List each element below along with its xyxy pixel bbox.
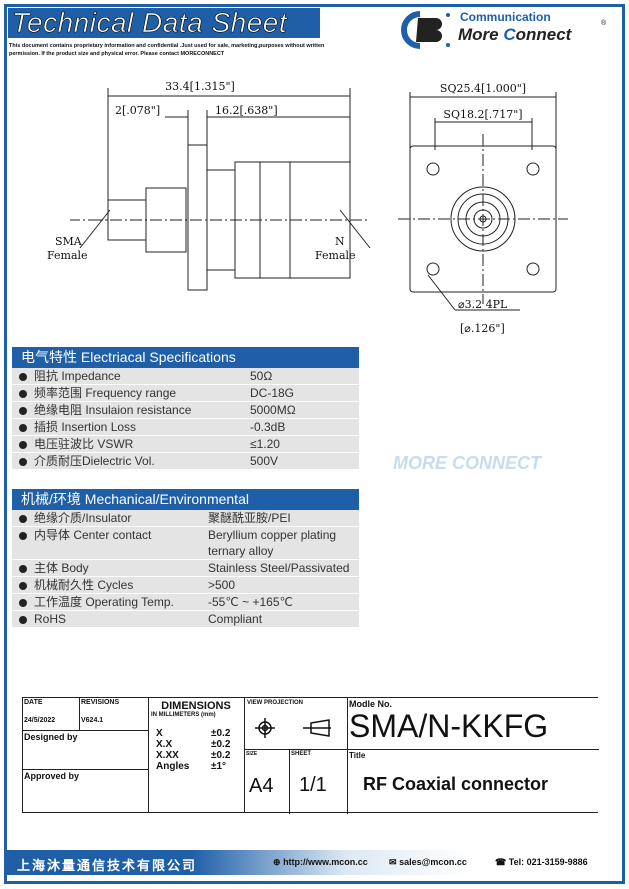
mechanical-specs-table: 机械/环境 Mechanical/Environmental 绝缘介质/Insu… <box>12 489 359 628</box>
spec-value: -0.3dB <box>250 420 286 434</box>
spec-value: 聚醚酰亚胺/PEI <box>208 511 291 525</box>
doc-title: Technical Data Sheet <box>8 7 320 38</box>
spec-label: 频率范围 Frequency range <box>34 386 177 400</box>
logo-wordmark: More Connect <box>458 25 572 44</box>
dim-hole: ⌀3.2 4PL <box>458 298 508 311</box>
size-value: A4 <box>249 775 274 797</box>
page-frame <box>4 4 625 884</box>
dim-left: 2[.078"] <box>115 104 160 117</box>
spec-value: DC-18G <box>250 386 295 400</box>
electrical-specs-table: 电气特性 Electriacal Specifications 阻抗 Imped… <box>12 347 359 470</box>
title-label: Title <box>349 751 366 760</box>
spec-row: 主体 Body Stainless Steel/Passivated <box>12 560 359 577</box>
front-view <box>398 92 568 311</box>
spec-row: 内导体 Center contact Beryllium copper plati… <box>12 527 359 560</box>
company-logo: Communication More Connect ® <box>398 10 618 50</box>
spec-row: 工作温度 Operating Temp. -55℃ ~ +165℃ <box>12 594 359 611</box>
side-view <box>70 88 371 291</box>
logo-tagline: Communication <box>460 10 551 24</box>
spec-label: 阻抗 Impedance <box>34 369 121 383</box>
spec-label: 主体 Body <box>34 561 89 575</box>
globe-icon: ⊕ <box>273 857 281 867</box>
spec-value: Compliant <box>208 612 263 626</box>
size-label: SIZE <box>246 751 258 757</box>
dim-sq-inner: SQ18.2[.717"] <box>443 108 522 121</box>
title-block: DATE 24/5/2022 REVISIONS V624.1 Designed b… <box>22 697 599 814</box>
company-name: 上海沐量通信技术有限公司 <box>17 858 198 873</box>
spec-value: 500V <box>250 454 279 468</box>
tolerance-row: Angles±1° <box>156 761 227 772</box>
mail-icon: ✉ <box>389 857 397 867</box>
label-n: N <box>335 235 345 248</box>
approved-by: Approved by <box>22 769 149 813</box>
spec-row: 插损 Insertion Loss -0.3dB <box>12 419 359 436</box>
spec-row: 介质耐压Dielectric Vol. 500V <box>12 453 359 470</box>
dim-right: 16.2[.638"] <box>215 104 278 117</box>
spec-value: 5000MΩ <box>250 403 296 417</box>
tolerance-row: X±0.2 <box>156 728 231 739</box>
spec-label: 介质耐压Dielectric Vol. <box>34 454 155 468</box>
spec-row: RoHS Compliant <box>12 611 359 628</box>
spec-row: 绝缘介质/Insulator 聚醚酰亚胺/PEI <box>12 510 359 527</box>
spec-label: 插损 Insertion Loss <box>34 420 137 434</box>
spec-value: >500 <box>208 578 236 592</box>
label-sma-gender: Female <box>47 249 88 262</box>
mechanical-title: 机械/环境 Mechanical/Environmental <box>12 489 359 510</box>
spec-value: Stainless Steel/Passivated <box>208 561 350 575</box>
spec-value: -55℃ ~ +165℃ <box>208 595 294 609</box>
technical-drawing: 33.4[1.315"] 2[.078"] 16.2[.638"] SMA Fe… <box>47 80 568 335</box>
registered-mark: ® <box>601 20 607 27</box>
spec-row: 阻抗 Impedance 50Ω <box>12 368 359 385</box>
spec-label: 内导体 Center contact <box>34 528 152 542</box>
spec-row: 电压驻波比 VSWR ≤1.20 <box>12 436 359 453</box>
spec-row: 绝缘电阻 Insulaion resistance 5000MΩ <box>12 402 359 419</box>
revisions-label: REVISIONS <box>81 699 120 706</box>
spec-value: ≤1.20 <box>250 437 280 451</box>
spec-label: 绝缘电阻 Insulaion resistance <box>34 403 192 417</box>
sheet-value: 1/1 <box>299 774 327 796</box>
spec-label: 机械耐久性 Cycles <box>34 578 134 592</box>
watermark: MORE CONNECT <box>393 453 541 473</box>
model-label: Modle No. <box>349 699 392 709</box>
spec-row: 频率范围 Frequency range DC-18G <box>12 385 359 402</box>
website-link[interactable]: ⊕ http://www.mcon.cc <box>273 857 368 867</box>
dim-sq-outer: SQ25.4[1.000"] <box>440 82 526 95</box>
email-link[interactable]: ✉ sales@mcon.cc <box>389 857 467 867</box>
phone-icon: ☎ <box>495 857 507 867</box>
spec-label: 电压驻波比 VSWR <box>34 437 134 451</box>
date-value: 24/5/2022 <box>24 717 56 724</box>
logo-mark-icon <box>401 11 450 49</box>
electrical-title: 电气特性 Electriacal Specifications <box>12 347 359 368</box>
dim-overall: 33.4[1.315"] <box>165 80 235 93</box>
view-projection-label: VIEW PROJECTION <box>247 700 304 706</box>
sheet-label: SHEET <box>291 751 312 757</box>
spec-value: 50Ω <box>250 369 273 383</box>
spec-label: 绝缘介质/Insulator <box>34 511 132 525</box>
dimensions-label: DIMENSIONS <box>161 700 231 712</box>
label-sma: SMA <box>55 235 83 248</box>
model-number: SMA/N-KKFG <box>349 708 549 744</box>
footer: 上海沐量通信技术有限公司 ⊕ http://www.mcon.cc ✉ sale… <box>7 850 622 875</box>
designed-by: Designed by <box>22 730 149 770</box>
date-label: DATE <box>24 699 43 706</box>
spec-label: 工作温度 Operating Temp. <box>34 595 174 609</box>
dim-hole-inch: [⌀.126"] <box>460 322 505 335</box>
spec-row: 机械耐久性 Cycles >500 <box>12 577 359 594</box>
tolerance-row: X.XX±0.2 <box>156 750 231 761</box>
notice-text: This document contains proprietary infor… <box>9 43 325 57</box>
phone-contact: ☎ Tel: 021-3159-9886 <box>495 857 588 867</box>
spec-label: RoHS <box>34 612 67 626</box>
label-n-gender: Female <box>315 249 356 262</box>
tolerance-row: X.X±0.2 <box>156 739 231 750</box>
dimensions-unit: IN MILLIMETERS (mm) <box>151 712 216 718</box>
projection-symbol-icon <box>255 718 331 738</box>
product-title: RF Coaxial connector <box>363 774 549 794</box>
revisions-value: V624.1 <box>81 717 104 724</box>
